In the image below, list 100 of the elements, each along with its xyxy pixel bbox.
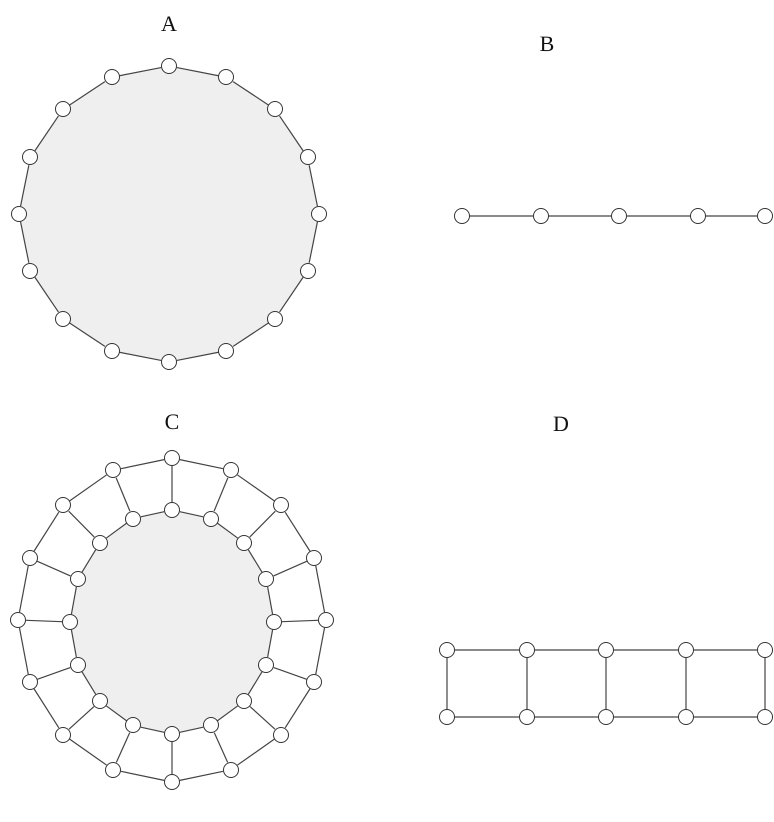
node-circle [519, 642, 535, 658]
connector-line [214, 732, 228, 763]
connector-line [685, 658, 687, 709]
node-circle [70, 571, 86, 588]
connector-line [232, 81, 269, 106]
node-circle [454, 208, 470, 224]
connector-line [274, 666, 307, 680]
connector-line [614, 649, 678, 651]
node-circle [11, 206, 27, 222]
connector-line [68, 706, 94, 730]
connector-line [627, 215, 690, 217]
node-circle [678, 709, 694, 725]
node-circle [519, 709, 535, 725]
node-circle [267, 101, 284, 118]
node-circle [104, 69, 120, 86]
node-circle [757, 709, 773, 725]
connector-line [232, 322, 269, 347]
node-circle [10, 612, 26, 628]
connector-line [20, 165, 30, 206]
connector-line [250, 706, 276, 730]
node-circle [62, 614, 78, 630]
connector-line [81, 671, 96, 695]
node-circle [164, 502, 180, 518]
node-circle [678, 642, 694, 658]
connector-line [308, 165, 318, 206]
connector-line [308, 222, 318, 263]
node-circle [161, 58, 177, 74]
connector-line [120, 459, 164, 470]
connector-line [26, 620, 62, 622]
connector-line [446, 658, 448, 709]
connector-line [284, 688, 310, 728]
connector-line [116, 478, 130, 512]
connector-line [279, 276, 304, 312]
connector-line [36, 560, 71, 576]
node-circle [22, 674, 38, 690]
connector-line [34, 688, 60, 728]
node-circle [690, 208, 706, 224]
connector-line [120, 770, 164, 781]
node-circle [306, 674, 322, 690]
connector-line [69, 738, 107, 766]
connector-line [180, 770, 224, 781]
node-circle [272, 497, 289, 514]
node-circle [258, 571, 274, 588]
connector-line [694, 649, 757, 651]
connector-line [140, 511, 164, 518]
connector-line [214, 478, 228, 512]
connector-line [180, 459, 224, 470]
connector-line [248, 671, 263, 695]
node-circle [22, 550, 38, 566]
node-circle [55, 497, 72, 514]
node-circle [54, 101, 71, 118]
node-circle [611, 208, 627, 224]
node-circle [164, 450, 180, 466]
node-circle [92, 693, 108, 710]
node-circle [222, 762, 239, 778]
connector-line [176, 66, 219, 76]
connector-line [106, 705, 127, 722]
panel-letter: C [164, 409, 180, 435]
panel-letter: D [553, 411, 569, 437]
connector-line [34, 276, 59, 312]
connector-line [20, 222, 30, 263]
node-circle [272, 726, 289, 743]
node-circle [164, 774, 180, 790]
connector-line [37, 666, 70, 680]
node-circle [161, 354, 177, 370]
connector-line [171, 742, 173, 774]
node-circle [54, 310, 71, 327]
connector-line [119, 66, 162, 76]
connector-line [81, 549, 96, 573]
panel-letter: A [161, 11, 177, 37]
connector-line [315, 628, 326, 674]
connector-line [535, 649, 598, 651]
connector-line [273, 560, 308, 576]
node-circle [306, 550, 322, 566]
node-circle [92, 534, 108, 551]
connector-line [180, 726, 204, 733]
connector-line [69, 474, 107, 502]
node-circle [318, 612, 334, 628]
node-circle [598, 709, 614, 725]
node-circle [439, 709, 455, 725]
connector-line [217, 705, 238, 722]
connector-line [106, 522, 127, 539]
connector-line [176, 352, 219, 362]
connector-line [267, 586, 274, 614]
connector-line [267, 630, 274, 658]
node-circle [203, 717, 220, 734]
connector-line [70, 630, 77, 658]
node-circle [757, 642, 773, 658]
connector-line [706, 215, 757, 217]
node-circle [236, 534, 252, 551]
connector-line [119, 352, 162, 362]
node-circle [533, 208, 549, 224]
connector-line [116, 732, 130, 763]
node-circle [164, 726, 180, 742]
connector-line [68, 510, 95, 538]
connector-line [455, 716, 519, 718]
connector-line [284, 512, 310, 552]
node-circle [311, 206, 327, 222]
connector-line [282, 620, 318, 622]
connector-line [279, 116, 304, 152]
